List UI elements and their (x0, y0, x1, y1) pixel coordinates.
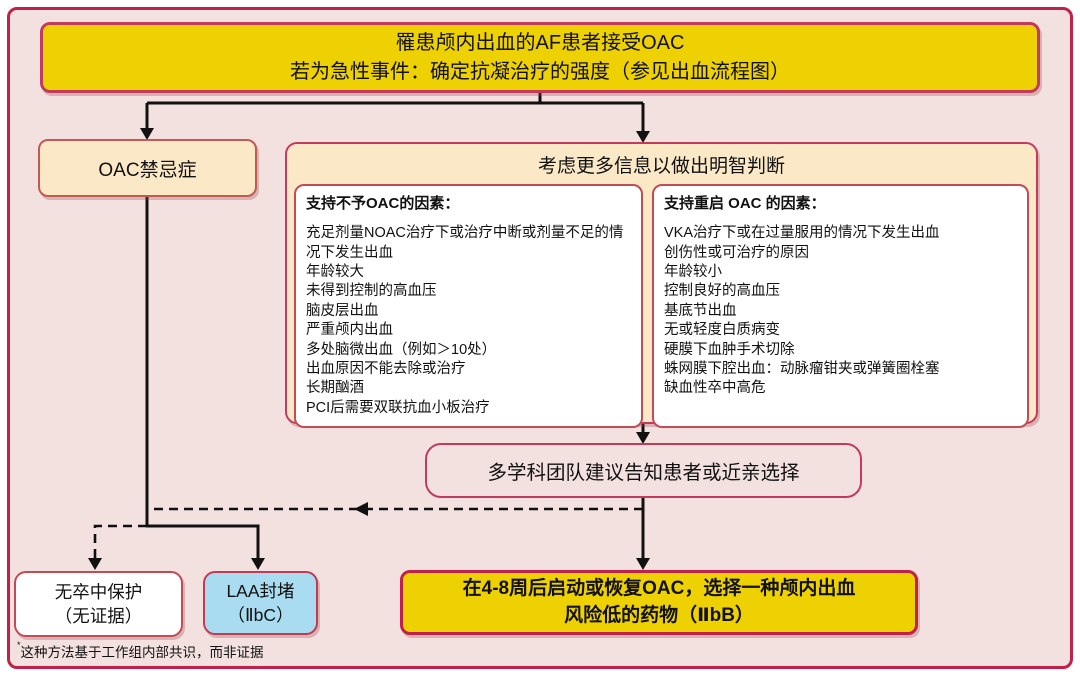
factor-item: 严重颅内出血 (306, 322, 393, 339)
title-line-2: 若为急性事件：确定抗凝治疗的强度（参见出血流程图） (290, 60, 790, 83)
factors-against-list: 充足剂量NOAC治疗下或治疗中断或剂量不足的情况下发生出血年龄较大未得到控制的高… (306, 224, 631, 418)
factor-item: 未得到控制的高血压 (306, 283, 437, 300)
factors-restart-oac-box: 支持重启 OAC 的因素： VKA治疗下或在过量服用的情况下发生出血创伤性或可治… (652, 184, 1029, 429)
factor-item: 充足剂量NOAC治疗下或治疗中断或剂量不足的情况下发生出血 (306, 225, 624, 261)
title-box: 罹患颅内出血的AF患者接受OAC 若为急性事件：确定抗凝治疗的强度（参见出血流程… (40, 22, 1040, 93)
consider-info-box: 考虑更多信息以做出明智判断 支持不予OAC的因素： 充足剂量NOAC治疗下或治疗… (285, 142, 1038, 429)
factor-item: 长期酗酒 (306, 380, 364, 397)
laa-occlusion-line-1: LAA封堵 (226, 580, 295, 601)
factor-item: 基底节出血 (664, 302, 737, 319)
factor-item: 出血原因不能去除或治疗 (306, 361, 466, 378)
restart-oac-box: 在4-8周后启动或恢复OAC，选择一种颅内出血 风险低的药物（ⅡbB） (400, 570, 918, 635)
oac-contraindication-box: OAC禁忌症 (38, 139, 257, 197)
no-stroke-protection-line-2: （无证据） (54, 606, 143, 626)
oac-contraindication-label: OAC禁忌症 (98, 159, 197, 181)
footnote: *这种方法基于工作组内部共识，而非证据 (17, 641, 264, 661)
footnote-text: 这种方法基于工作组内部共识，而非证据 (20, 645, 264, 660)
factor-item: 控制良好的高血压 (664, 283, 780, 300)
factor-item: VKA治疗下或在过量服用的情况下发生出血 (664, 225, 940, 242)
factor-item: 缺血性卒中高危 (664, 380, 766, 397)
factor-item: 无或轻度白质病变 (664, 322, 780, 339)
factor-item: 年龄较小 (664, 263, 722, 280)
title-line-1: 罹患颅内出血的AF患者接受OAC (395, 31, 685, 54)
factor-item: 创伤性或可治疗的原因 (664, 244, 809, 261)
consider-columns: 支持不予OAC的因素： 充足剂量NOAC治疗下或治疗中断或剂量不足的情况下发生出… (287, 178, 1036, 435)
factors-restart-list: VKA治疗下或在过量服用的情况下发生出血创伤性或可治疗的原因年龄较小控制良好的高… (664, 224, 1017, 399)
laa-occlusion-line-2: （ⅡbC） (227, 605, 294, 625)
factor-item: 蛛网膜下腔出血：动脉瘤钳夹或弹簧圈栓塞 (664, 361, 940, 378)
factor-item: 年龄较大 (306, 263, 364, 280)
no-stroke-protection-box: 无卒中保护 （无证据） (14, 571, 183, 637)
consider-info-title: 考虑更多信息以做出明智判断 (537, 156, 785, 177)
factors-against-oac-box: 支持不予OAC的因素： 充足剂量NOAC治疗下或治疗中断或剂量不足的情况下发生出… (294, 184, 643, 429)
factor-item: 脑皮层出血 (306, 302, 379, 319)
factors-against-heading: 支持不予OAC的因素： (306, 195, 460, 212)
restart-oac-line-1: 在4-8周后启动或恢复OAC，选择一种颅内出血 (462, 577, 856, 599)
no-stroke-protection-line-1: 无卒中保护 (54, 581, 143, 602)
factor-item: 硬膜下血肿手术切除 (664, 341, 795, 358)
footnote-marker: * (17, 640, 21, 650)
laa-occlusion-box: LAA封堵 （ⅡbC） (203, 571, 318, 635)
team-advice-box: 多学科团队建议告知患者或近亲选择 (425, 443, 862, 498)
team-advice-label: 多学科团队建议告知患者或近亲选择 (487, 462, 800, 484)
restart-oac-line-2: 风险低的药物（ⅡbB） (564, 604, 754, 626)
factors-restart-heading: 支持重启 OAC 的因素： (664, 195, 826, 212)
factor-item: 多处脑微出血（例如＞10处） (306, 341, 497, 358)
factor-item: PCI后需要双联抗血小板治疗 (306, 399, 490, 416)
